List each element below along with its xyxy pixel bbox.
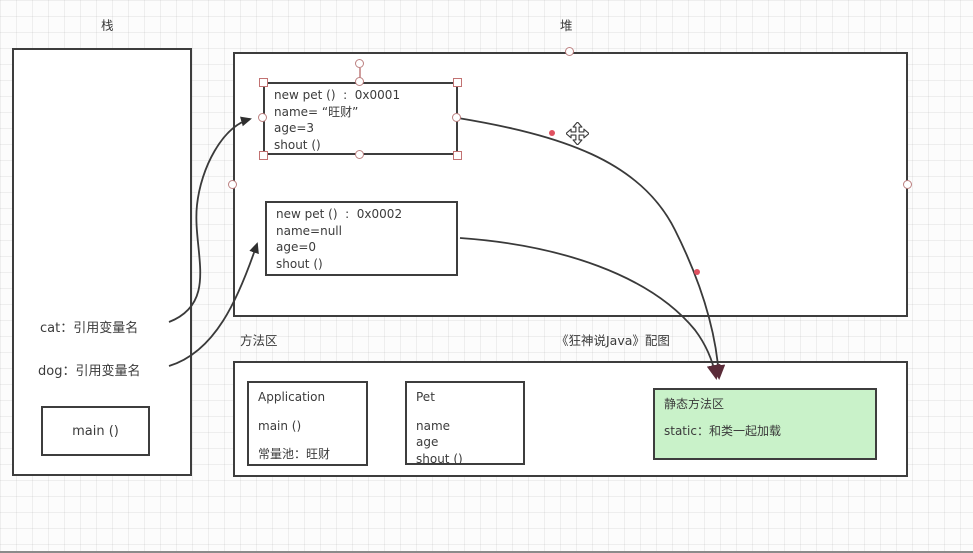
pet-class-title: Pet bbox=[416, 390, 435, 404]
application-main-line: main () bbox=[258, 418, 302, 433]
watermark-text[interactable]: 《狂神说Java》配图 bbox=[556, 333, 670, 348]
edge-waypoint-dot[interactable] bbox=[694, 269, 700, 275]
pet2-age-line: age=0 bbox=[276, 240, 317, 254]
pet2-header: new pet () : 0x0002 bbox=[276, 207, 403, 221]
pet-object-0x0001-text: new pet () : 0x0001 name= “旺财” age=3 sho… bbox=[265, 84, 456, 156]
stack-rectangle[interactable] bbox=[12, 48, 192, 476]
application-class-text: Application main () 常量池：旺财 bbox=[249, 383, 366, 469]
arrow-dog-to-pet2[interactable] bbox=[168, 242, 259, 367]
pet-object-0x0001-box[interactable]: new pet () : 0x0001 name= “旺财” age=3 sho… bbox=[263, 82, 458, 155]
application-constpool-line: 常量池：旺财 bbox=[258, 447, 331, 461]
resize-handle-bottom-mid[interactable] bbox=[355, 150, 364, 159]
cat-reference-label[interactable]: cat：引用变量名 bbox=[40, 321, 139, 336]
pet1-name-line: name= “旺财” bbox=[274, 104, 359, 119]
stack-region-label[interactable]: 栈 bbox=[101, 18, 114, 33]
resize-handle-bottom-left[interactable] bbox=[259, 151, 268, 160]
pet-class-text: Pet name age shout () bbox=[407, 383, 523, 473]
pet2-name-line: name=null bbox=[276, 223, 342, 238]
resize-handle-top-mid[interactable] bbox=[355, 77, 364, 86]
pet-object-0x0002-text: new pet () : 0x0002 name=null age=0 shou… bbox=[267, 203, 456, 275]
arrow-cat-to-pet1[interactable] bbox=[168, 116, 252, 323]
pet-class-shout-line: shout () bbox=[416, 451, 463, 466]
heap-connection-point-left[interactable] bbox=[228, 180, 237, 189]
resize-handle-bottom-right[interactable] bbox=[453, 151, 462, 160]
pet1-header: new pet () : 0x0001 bbox=[274, 88, 401, 102]
resize-handle-mid-right[interactable] bbox=[452, 113, 461, 122]
resize-handle-mid-left[interactable] bbox=[258, 113, 267, 122]
dog-reference-label[interactable]: dog：引用变量名 bbox=[38, 364, 141, 379]
edge-waypoint-dot[interactable] bbox=[549, 130, 555, 136]
pet2-shout-line: shout () bbox=[276, 256, 323, 271]
pet-class-name-line: name bbox=[416, 418, 451, 433]
arrow-pet2-to-static-area[interactable] bbox=[459, 237, 721, 380]
resize-handle-top-right[interactable] bbox=[453, 78, 462, 87]
pet-class-box[interactable]: Pet name age shout () bbox=[405, 381, 525, 466]
static-method-area-box[interactable]: 静态方法区 static：和类一起加载 bbox=[653, 388, 877, 460]
static-area-title: 静态方法区 bbox=[664, 397, 725, 411]
application-class-box[interactable]: Application main () 常量池：旺财 bbox=[247, 381, 368, 466]
pet1-age-line: age=3 bbox=[274, 121, 315, 135]
pet1-shout-line: shout () bbox=[274, 137, 321, 152]
resize-handle-top-left[interactable] bbox=[259, 78, 268, 87]
heap-connection-point-top[interactable] bbox=[565, 47, 574, 56]
static-area-line: static：和类一起加载 bbox=[664, 423, 781, 438]
heap-connection-point-right[interactable] bbox=[903, 180, 912, 189]
static-method-area-text: 静态方法区 static：和类一起加载 bbox=[655, 390, 875, 445]
main-method-box[interactable]: main () bbox=[41, 406, 150, 456]
heap-region-label[interactable]: 堆 bbox=[560, 18, 573, 33]
application-title: Application bbox=[258, 390, 326, 404]
arrow-pet1-to-static-area[interactable] bbox=[457, 117, 726, 380]
rotate-handle[interactable] bbox=[355, 59, 364, 68]
method-area-label[interactable]: 方法区 bbox=[240, 333, 278, 348]
main-method-label: main () bbox=[72, 423, 119, 439]
pet-object-0x0002-box[interactable]: new pet () : 0x0002 name=null age=0 shou… bbox=[265, 201, 458, 276]
pet-class-age-line: age bbox=[416, 435, 439, 449]
bottom-edge-strip bbox=[0, 551, 973, 553]
move-cursor-icon bbox=[566, 122, 589, 145]
